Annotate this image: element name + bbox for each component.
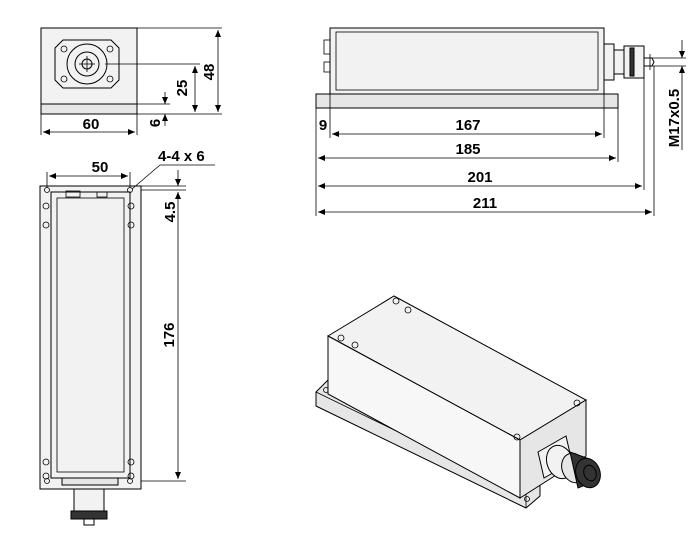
dim-body-length: 167 xyxy=(455,117,480,134)
dim-flange-length: 185 xyxy=(455,141,480,158)
dim-hole-spec: 4-4 x 6 xyxy=(158,148,205,165)
side-base-flange xyxy=(315,93,619,109)
dim-hole-pitch: 50 xyxy=(92,159,109,176)
dim-hole-span: 176 xyxy=(161,322,178,347)
dim-axis-height: 25 xyxy=(174,80,191,97)
top-view: 50 4-4 x 6 4.5 176 xyxy=(39,148,215,526)
front-base-flange xyxy=(40,103,138,115)
dim-connector-length: 201 xyxy=(467,169,492,186)
dim-overall-length: 211 xyxy=(473,195,497,212)
connector-bottom xyxy=(61,477,119,526)
side-body xyxy=(329,27,605,95)
dim-edge-offset: 4.5 xyxy=(162,202,179,223)
dim-offset: 9 xyxy=(319,117,327,134)
front-view: 48 25 6 60 xyxy=(40,27,222,135)
isometric-view xyxy=(315,295,601,509)
front-body xyxy=(40,27,138,105)
iso-connector xyxy=(537,435,601,489)
dim-base-height: 6 xyxy=(147,119,164,127)
dim-front-width: 60 xyxy=(83,116,100,133)
connector-side xyxy=(603,43,655,81)
dim-thread: M17x0.5 xyxy=(666,89,683,147)
dim-front-height: 48 xyxy=(201,64,218,81)
side-view: 9 167 185 201 211 M17x0.5 xyxy=(315,27,686,216)
top-outer-plate xyxy=(39,185,142,490)
